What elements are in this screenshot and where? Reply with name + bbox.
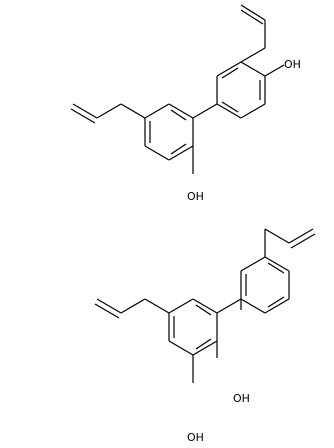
bond bbox=[216, 298, 242, 314]
bond bbox=[144, 103, 170, 119]
bond bbox=[195, 304, 212, 316]
bond bbox=[240, 256, 266, 272]
bond bbox=[96, 103, 122, 119]
bond bbox=[264, 64, 285, 77]
hydroxyl-label: OH bbox=[284, 58, 301, 71]
molecule-top: OH OH bbox=[70, 4, 301, 203]
allyl-group-upper-right bbox=[264, 228, 316, 257]
bond bbox=[168, 145, 194, 161]
bond bbox=[144, 298, 170, 314]
hydroxyl-label: OH bbox=[187, 190, 204, 203]
bond bbox=[264, 256, 290, 272]
bond bbox=[144, 145, 170, 161]
bond bbox=[94, 303, 120, 319]
bond bbox=[170, 143, 187, 155]
bond bbox=[168, 298, 194, 314]
bond bbox=[288, 228, 314, 244]
hydroxyl-label: OH bbox=[233, 392, 250, 405]
molecule-bottom: OH OH bbox=[94, 228, 316, 444]
allyl-group-left bbox=[70, 103, 146, 124]
bond bbox=[221, 67, 239, 79]
allyl-group-left bbox=[94, 298, 170, 319]
bond bbox=[267, 262, 285, 274]
bond bbox=[216, 61, 242, 77]
bond bbox=[290, 233, 316, 249]
bond bbox=[240, 61, 266, 77]
allyl-group-upper-right bbox=[240, 4, 266, 63]
bond bbox=[170, 109, 187, 121]
bond bbox=[216, 103, 242, 119]
bond bbox=[120, 298, 146, 314]
benzene-ring-upper-right bbox=[216, 61, 266, 119]
bond bbox=[195, 338, 212, 350]
bond bbox=[240, 4, 266, 21]
bond bbox=[221, 101, 239, 113]
bond bbox=[72, 103, 98, 119]
bond bbox=[192, 298, 218, 314]
bond bbox=[168, 103, 194, 119]
bond bbox=[168, 340, 194, 356]
bond bbox=[267, 296, 285, 308]
bond bbox=[70, 108, 96, 124]
bond bbox=[120, 103, 146, 119]
benzene-ring-lower-left bbox=[144, 103, 194, 161]
bond bbox=[192, 340, 218, 356]
bond bbox=[192, 103, 218, 119]
hydroxyl-label: OH bbox=[187, 431, 204, 444]
bond bbox=[264, 298, 290, 314]
bond bbox=[240, 298, 266, 314]
bond bbox=[240, 103, 266, 119]
bond bbox=[96, 298, 122, 314]
bond bbox=[240, 47, 266, 63]
benzene-ring-upper-right bbox=[240, 256, 290, 314]
benzene-ring-lower-left bbox=[168, 298, 218, 356]
bond bbox=[240, 9, 264, 25]
bond bbox=[264, 228, 290, 244]
